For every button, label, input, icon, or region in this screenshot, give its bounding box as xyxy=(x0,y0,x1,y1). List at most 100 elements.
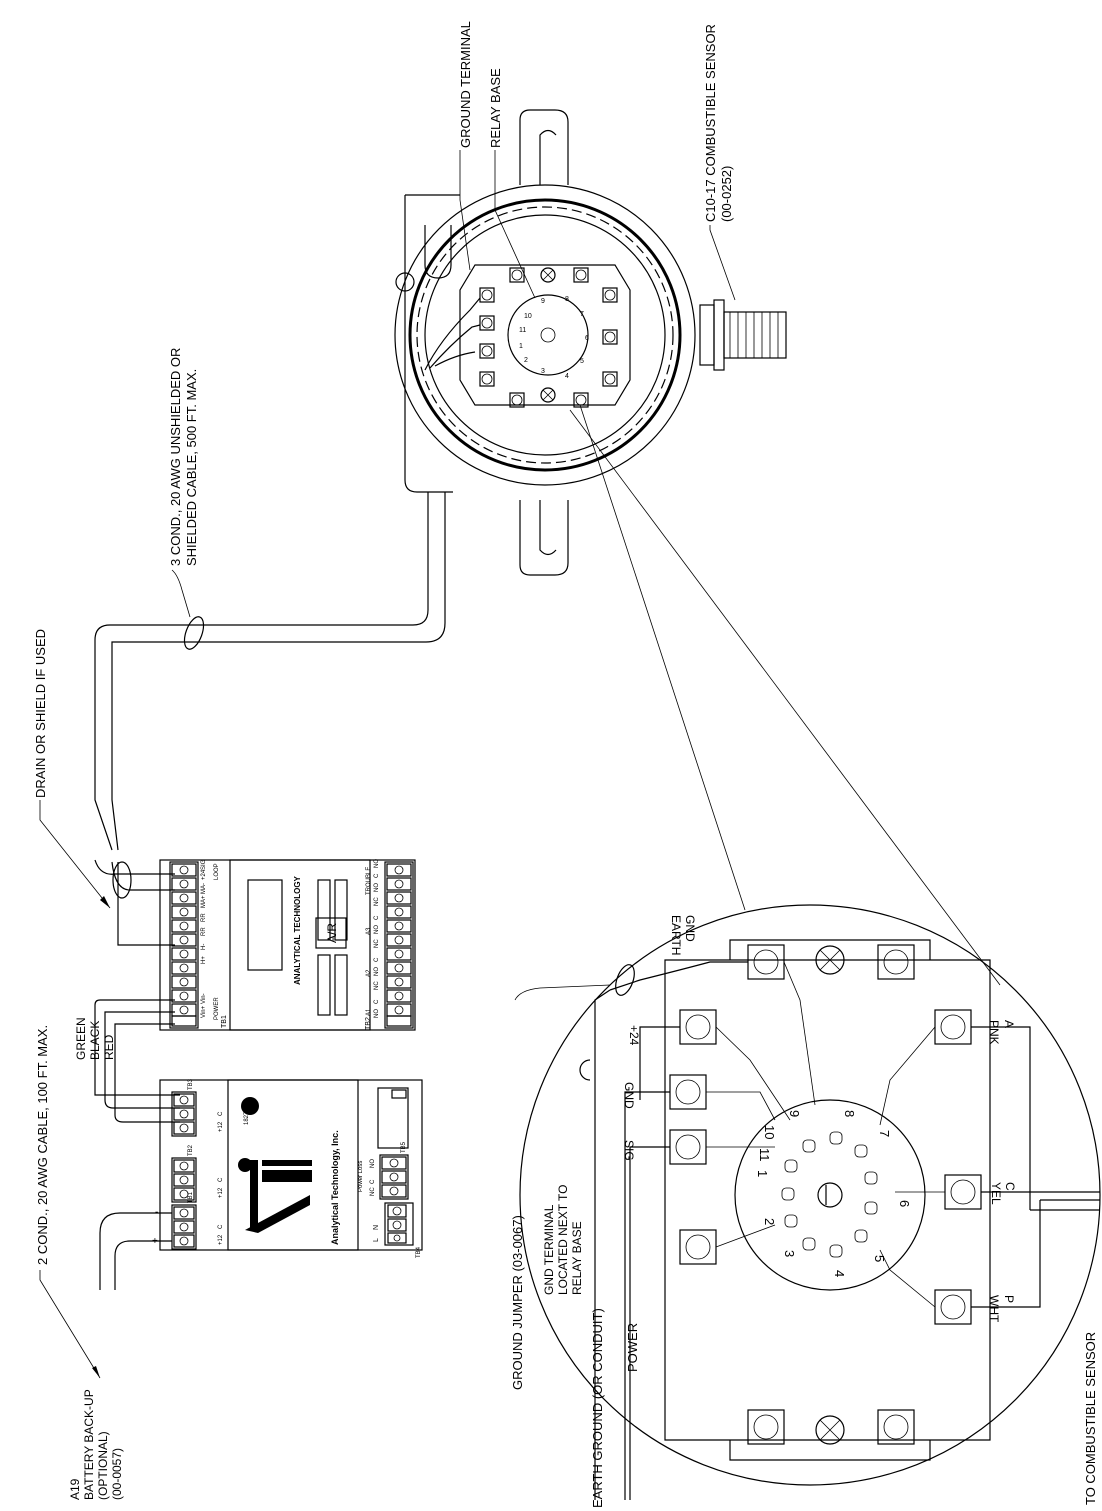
tb2-term-10: C xyxy=(374,873,380,878)
tb1ps-label: TB1 xyxy=(188,1191,194,1203)
pin-3: 3 xyxy=(782,1250,797,1257)
tb2-term-1: C xyxy=(374,999,380,1004)
pin-10: 10 xyxy=(762,1125,777,1139)
sig-label: SIG xyxy=(622,1140,636,1161)
ground-jumper-label: GROUND JUMPER (03-0067) xyxy=(510,1215,525,1390)
power-loss-label: Power Loss xyxy=(358,1161,364,1192)
pin-8: 8 xyxy=(842,1110,857,1117)
tb3-label: TB3 xyxy=(188,1078,194,1090)
tb2-term-11: NO xyxy=(374,859,380,868)
ground-terminal-label: GROUND TERMINAL xyxy=(458,21,473,148)
pin-2: 2 xyxy=(762,1218,777,1225)
battery-line4: (00-0057) xyxy=(110,1448,124,1500)
tb2-term-5: NC xyxy=(374,939,380,948)
wire-black-label: BLACK xyxy=(88,1021,102,1060)
cable2-label: 2 COND., 20 AWG CABLE, 100 FT. MAX. xyxy=(35,1025,50,1265)
transmitter-unit: Vin+ Vin- H+ H- RR RR MA+ MA- +24 SIG LO… xyxy=(159,859,416,1031)
a-label: A xyxy=(1002,1020,1016,1028)
relay-base-label: RELAY BASE xyxy=(488,68,503,148)
tb2-c: C xyxy=(218,1177,224,1182)
tb2-term-2: NC xyxy=(374,981,380,990)
gnd-terminal-line2: LOCATED NEXT TO xyxy=(556,1185,570,1295)
gnd-terminal-line3: RELAY BASE xyxy=(570,1221,584,1295)
pin-1: 1 xyxy=(755,1170,770,1177)
tb-term-hplus: H+ xyxy=(201,956,207,964)
ati-logo: 182733 xyxy=(238,1104,312,1233)
drain-label: DRAIN OR SHIELD IF USED xyxy=(33,629,48,798)
small-pin-2: 2 xyxy=(524,357,528,364)
pin-9: 9 xyxy=(787,1110,802,1117)
tb1-c: C xyxy=(218,1224,224,1229)
sensor-part-label: (00-0252) xyxy=(719,166,734,222)
cert-mark xyxy=(241,1097,259,1115)
tb2-term-8: NC xyxy=(374,897,380,906)
tb2-term-4: C xyxy=(374,957,380,962)
wire-green-label: GREEN xyxy=(74,1017,88,1060)
tb2-term-6: NO xyxy=(374,925,380,934)
pnk-label: PNK xyxy=(987,1020,1001,1045)
small-pin-1: 1 xyxy=(519,343,523,350)
cable3-label-line1: 3 COND., 20 AWG UNSHIELDED OR xyxy=(168,348,183,566)
wht-label: WHT xyxy=(987,1295,1001,1323)
tb5-label: TB5 xyxy=(401,1141,407,1153)
battery-line2: BATTERY BACK-UP xyxy=(82,1389,96,1500)
tb2-term-7: C xyxy=(374,915,380,920)
tb1-plus12: +12 xyxy=(218,1234,224,1245)
loop-label: LOOP xyxy=(214,863,220,880)
tb2-term-0: NO xyxy=(374,1009,380,1018)
company-name: Analytical Technology, Inc. xyxy=(330,1130,340,1245)
cert-number: 182733 xyxy=(244,1104,250,1125)
tb2-label: TB2 xyxy=(365,1017,372,1030)
ps-nc: NC xyxy=(370,1187,376,1196)
ps-no: NO xyxy=(370,1159,376,1168)
small-pin-5: 5 xyxy=(580,358,584,365)
power-supply-unit: TB3 C +12 TB2 C +12 TB1 C +12 - + 182733… xyxy=(152,1078,423,1258)
tb-term-rr2: RR xyxy=(201,913,207,922)
cable3-label-line2: SHIELDED CABLE, 500 FT. MAX. xyxy=(184,369,199,566)
tb3-plus12: +12 xyxy=(218,1121,224,1132)
ar-button-label: A/R xyxy=(325,923,339,943)
earth-gnd-line2: GND xyxy=(683,915,697,942)
power-label: POWER xyxy=(625,1323,640,1372)
c-label: C xyxy=(1003,1182,1017,1191)
ps-l: L xyxy=(373,1238,380,1242)
junction-box: 9 10 11 1 2 3 4 5 6 7 8 xyxy=(394,109,787,576)
tb1-label: TB1 xyxy=(221,1015,228,1028)
gnd-label: GND xyxy=(622,1082,636,1109)
small-pin-11: 11 xyxy=(519,327,526,334)
tb4-label: TB4 xyxy=(416,1246,422,1258)
to-sensor-label: TO COMBUSTIBLE SENSOR xyxy=(1083,1332,1098,1505)
tb2-term-9: NO xyxy=(374,883,380,892)
yel-label: YEL xyxy=(989,1182,1003,1205)
tb2ps-label: TB2 xyxy=(188,1144,194,1156)
transmitter-brand: ANALYTICAL TECHNOLOGY xyxy=(293,875,302,985)
a1-label: A1 xyxy=(366,1008,372,1016)
tb2-term-3: NO xyxy=(374,967,380,976)
ps-c: C xyxy=(370,1179,376,1184)
small-pin-7: 7 xyxy=(580,311,584,318)
pin-5: 5 xyxy=(872,1255,887,1262)
tb2-plus12: +12 xyxy=(218,1187,224,1198)
power-terminal-label: POWER xyxy=(214,997,220,1020)
tb-term-maplus: MA+ xyxy=(201,895,207,908)
battery-line3: (OPTIONAL) xyxy=(96,1431,110,1500)
tb-term-vinminus: Vin- xyxy=(201,993,207,1004)
earth-gnd-line1: EARTH xyxy=(669,915,683,955)
pin-6: 6 xyxy=(897,1200,912,1207)
tb-term-hminus: H- xyxy=(201,944,207,950)
small-pin-4: 4 xyxy=(565,373,569,380)
tb-term-rr1: RR xyxy=(201,927,207,936)
small-pin-3: 3 xyxy=(541,368,545,375)
p-label: P xyxy=(1002,1295,1016,1303)
tb-term-maminus: MA- xyxy=(201,883,207,894)
ps-n: N xyxy=(373,1225,380,1230)
a3-label: A3 xyxy=(366,927,372,935)
wire-red-label: RED xyxy=(102,1034,116,1060)
small-pin-6: 6 xyxy=(585,335,589,342)
sensor-name-label: C10-17 COMBUSTIBLE SENSOR xyxy=(703,24,718,222)
pin-4: 4 xyxy=(832,1270,847,1277)
small-pin-9: 9 xyxy=(541,298,545,305)
small-pin-8: 8 xyxy=(565,296,569,303)
